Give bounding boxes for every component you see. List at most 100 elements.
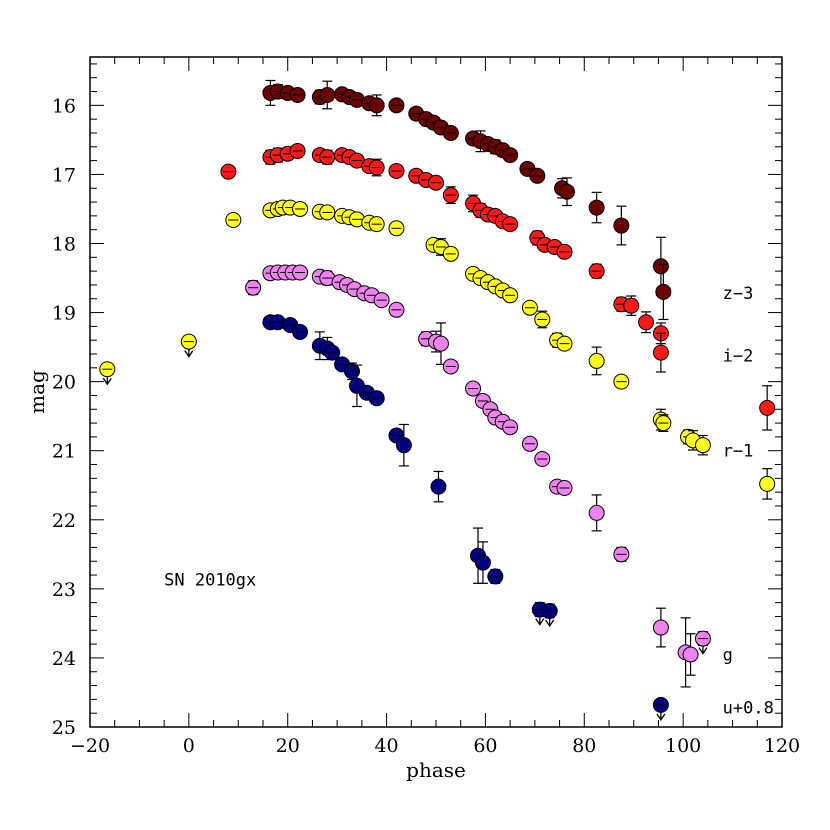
data-point (442, 245, 459, 262)
data-point (292, 323, 309, 340)
data-point (430, 470, 447, 503)
data-marker (588, 504, 605, 521)
data-point (99, 361, 116, 386)
x-tick-label: −20 (70, 735, 110, 757)
data-point (652, 332, 669, 373)
data-point (220, 163, 237, 180)
data-point (759, 468, 776, 500)
y-tick-label: 18 (52, 233, 76, 255)
limit-arrow-head (535, 618, 545, 626)
data-marker (613, 217, 630, 234)
data-point (225, 212, 242, 229)
data-marker (682, 646, 699, 663)
data-point (319, 270, 336, 287)
data-point (655, 263, 672, 321)
data-point (292, 200, 309, 217)
data-point (694, 630, 711, 655)
series-r−1 (99, 199, 776, 500)
data-marker (588, 352, 605, 369)
limit-arrow-head (545, 619, 555, 628)
data-point (556, 243, 573, 260)
data-point (442, 186, 459, 205)
series-i−2 (220, 142, 776, 431)
data-point (502, 287, 519, 304)
data-point (588, 263, 605, 280)
limit-arrow-head (184, 350, 194, 358)
limit-arrow-head (656, 713, 666, 722)
data-point (588, 494, 605, 532)
data-marker (319, 86, 336, 103)
data-point (442, 358, 459, 375)
data-point (388, 97, 405, 114)
data-point (292, 264, 309, 281)
y-tick-label: 22 (52, 510, 76, 532)
data-point (502, 419, 519, 436)
data-point (245, 279, 262, 296)
data-point (655, 414, 672, 432)
x-tick-label: 120 (764, 735, 800, 757)
y-tick-label: 21 (52, 441, 76, 463)
data-point (502, 216, 519, 233)
series-u+0.8 (262, 314, 669, 722)
data-point (541, 602, 558, 628)
data-point (368, 158, 385, 177)
data-point (487, 568, 504, 585)
data-marker (623, 297, 640, 314)
data-point (613, 373, 630, 390)
supernova-name-label: SN 2010gx (164, 570, 256, 590)
data-point (324, 344, 341, 361)
series-label: z−3 (723, 284, 754, 304)
data-marker (395, 437, 412, 454)
plot-frame (89, 56, 783, 728)
x-tick-label: 20 (276, 735, 300, 757)
data-point (348, 211, 365, 228)
data-marker (430, 478, 447, 495)
data-marker (652, 344, 669, 361)
limit-arrow-head (102, 377, 112, 386)
data-marks (99, 79, 776, 722)
data-point (613, 205, 630, 246)
data-marker (588, 199, 605, 216)
x-tick-label: 80 (572, 735, 596, 757)
data-marker (474, 554, 491, 571)
x-tick-label: 40 (374, 735, 398, 757)
series-z−3 (262, 79, 672, 321)
series-label: r−1 (723, 442, 754, 462)
data-point (613, 546, 630, 563)
data-point (652, 607, 669, 648)
data-point (558, 177, 575, 207)
x-tick-label: 60 (473, 735, 497, 757)
y-tick-label: 24 (52, 648, 76, 670)
data-marker (694, 437, 711, 454)
data-marker (759, 475, 776, 492)
data-point (588, 346, 605, 376)
data-point (432, 322, 449, 365)
data-marker (652, 258, 669, 275)
data-point (682, 633, 699, 676)
y-tick-label: 20 (52, 372, 76, 394)
data-point (694, 434, 711, 456)
series-label: g (723, 645, 733, 665)
data-point (368, 216, 385, 233)
data-marker (759, 399, 776, 416)
data-marker (558, 183, 575, 200)
y-tick-label: 23 (52, 579, 76, 601)
y-tick-label: 25 (52, 717, 76, 739)
data-point (319, 149, 336, 166)
y-tick-label: 16 (52, 95, 76, 117)
data-point (759, 385, 776, 431)
data-point (395, 423, 412, 467)
x-tick-label: 100 (665, 735, 701, 757)
data-marker (638, 314, 655, 331)
data-point (521, 435, 538, 452)
y-axis-title: mag (25, 370, 49, 414)
data-point (623, 295, 640, 316)
series-labels: z−3i−2r−1gu+0.8 (723, 284, 774, 718)
data-point (373, 292, 390, 309)
data-point (388, 162, 405, 179)
data-point (502, 147, 519, 164)
data-point (180, 333, 197, 358)
